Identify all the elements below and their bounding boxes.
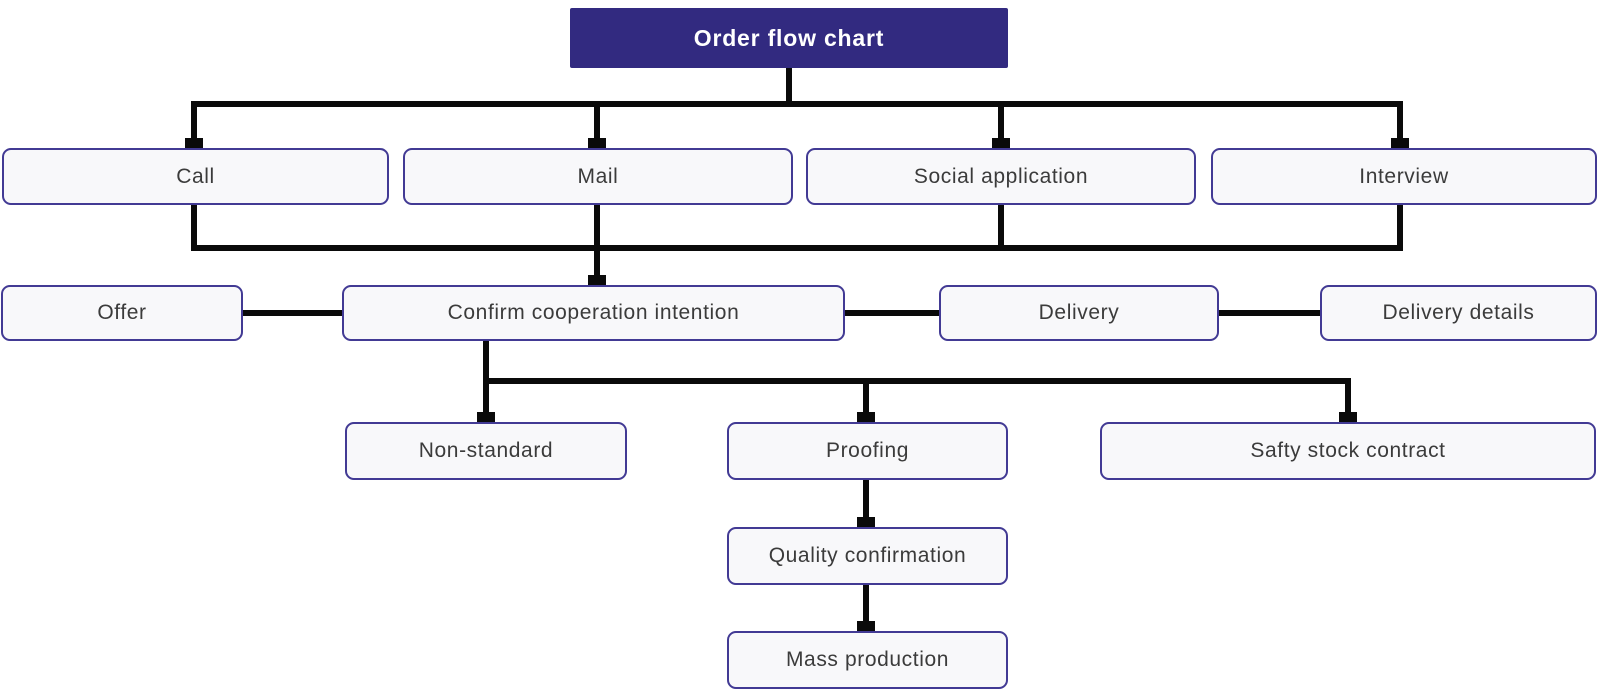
node-confirm-cooperation-intention-label: Confirm cooperation intention — [447, 301, 740, 324]
connector-call-down — [191, 205, 197, 251]
connector-drop-interview — [1397, 101, 1403, 146]
node-safty-stock-contract-label: Safty stock contract — [1250, 439, 1446, 462]
node-delivery-details: Delivery details — [1320, 285, 1597, 341]
connector-confirm-down — [483, 341, 489, 384]
node-interview: Interview — [1211, 148, 1597, 205]
square-arrow-marker-proofing — [857, 412, 875, 424]
node-mass-production: Mass production — [727, 631, 1008, 689]
node-delivery-details-label: Delivery details — [1382, 301, 1535, 324]
node-quality-confirmation-label: Quality confirmation — [768, 544, 967, 567]
connector-offer-confirm — [243, 310, 342, 316]
square-arrow-marker-non-standard — [477, 412, 495, 424]
node-call: Call — [2, 148, 389, 205]
connector-drop-proofing — [863, 378, 869, 426]
connector-merge-hline — [191, 245, 1403, 251]
square-arrow-marker-mass-production — [857, 621, 875, 633]
node-quality-confirmation: Quality confirmation — [727, 527, 1008, 585]
node-interview-label: Interview — [1359, 164, 1449, 188]
square-arrow-marker-quality-confirmation — [857, 517, 875, 529]
connector-proofing-quality — [863, 480, 869, 531]
connector-social-application-down — [998, 205, 1004, 251]
connector-merge-to-confirm — [594, 245, 600, 280]
node-social-application-label: Social application — [913, 164, 1089, 188]
square-arrow-marker-mail — [588, 138, 606, 150]
square-arrow-marker-social-application — [992, 138, 1010, 150]
node-proofing: Proofing — [727, 422, 1008, 480]
node-mass-production-label: Mass production — [785, 648, 950, 671]
connector-drop-mail — [594, 101, 600, 146]
connector-confirm-delivery — [845, 310, 939, 316]
node-mail: Mail — [403, 148, 793, 205]
connector-top-branch-hline — [191, 101, 1403, 107]
node-confirm-cooperation-intention: Confirm cooperation intention — [342, 285, 845, 341]
connector-drop-safty-stock-contract — [1345, 378, 1351, 426]
connector-drop-non-standard — [483, 378, 489, 426]
node-order-flow-chart: Order flow chart — [570, 8, 1008, 68]
connector-delivery-details — [1219, 310, 1320, 316]
node-order-flow-chart-label: Order flow chart — [693, 24, 885, 51]
node-offer: Offer — [1, 285, 243, 341]
node-delivery: Delivery — [939, 285, 1219, 341]
connector-title-stub — [786, 66, 792, 107]
square-arrow-marker-interview — [1391, 138, 1409, 150]
node-proofing-label: Proofing — [825, 439, 910, 462]
node-non-standard: Non-standard — [345, 422, 627, 480]
connector-branch-hline — [483, 378, 1351, 384]
square-arrow-marker-safty-stock-contract — [1339, 412, 1357, 424]
node-mail-label: Mail — [577, 164, 619, 188]
connector-mail-down — [594, 205, 600, 251]
connector-drop-social-application — [998, 101, 1004, 146]
connector-drop-call — [191, 101, 197, 146]
connector-quality-mass — [863, 585, 869, 635]
square-arrow-marker-call — [185, 138, 203, 150]
node-non-standard-label: Non-standard — [418, 439, 554, 462]
node-offer-label: Offer — [97, 301, 147, 324]
node-call-label: Call — [176, 164, 215, 188]
node-delivery-label: Delivery — [1038, 301, 1120, 324]
node-social-application: Social application — [806, 148, 1196, 205]
node-safty-stock-contract: Safty stock contract — [1100, 422, 1596, 480]
square-arrow-marker-confirm — [588, 275, 606, 287]
connector-interview-down — [1397, 205, 1403, 251]
